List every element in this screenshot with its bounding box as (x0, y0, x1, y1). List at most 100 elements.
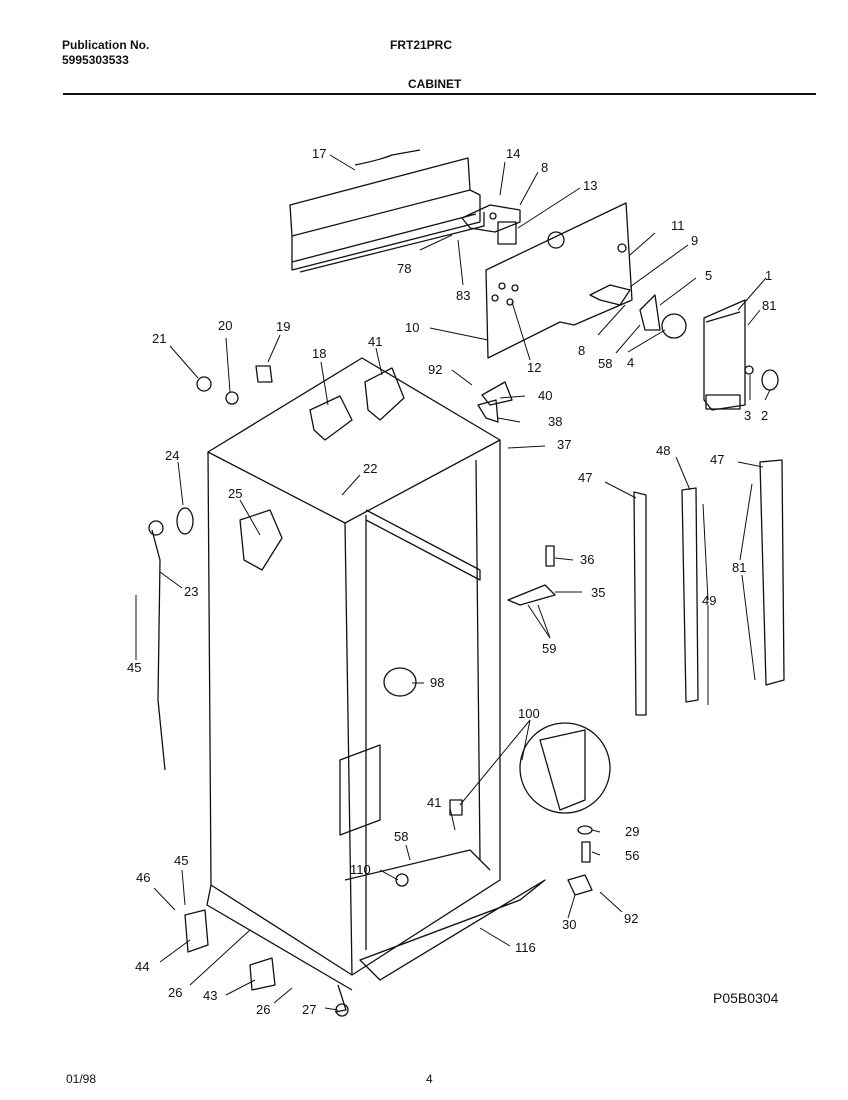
callout-17: 17 (312, 146, 326, 161)
callout-41: 41 (368, 334, 382, 349)
callout-83: 83 (456, 288, 470, 303)
part-48-gasket (681, 487, 699, 703)
callout-18: 18 (312, 346, 326, 361)
callout-58: 58 (598, 356, 612, 371)
part-47b-gasket (759, 459, 785, 686)
part-18-hinge (309, 395, 353, 441)
callout-8: 8 (541, 160, 548, 175)
header-rule (63, 93, 816, 95)
callout-8b: 8 (578, 343, 585, 358)
part-110-plug (395, 873, 409, 887)
callout-45: 45 (127, 660, 141, 675)
callout-9: 9 (691, 233, 698, 248)
callout-14: 14 (506, 146, 520, 161)
publication-date: 01/98 (66, 1072, 97, 1086)
callout-49: 49 (702, 593, 716, 608)
callout-1: 1 (765, 268, 772, 283)
part-56-pin (581, 841, 591, 863)
callout-labels: 17 14 8 13 11 9 78 83 5 1 81 10 12 8 58 … (127, 146, 776, 1017)
callout-98: 98 (430, 675, 444, 690)
callout-24: 24 (165, 448, 179, 463)
callout-21: 21 (152, 331, 166, 346)
callout-26b: 26 (256, 1002, 270, 1017)
callout-26: 26 (168, 985, 182, 1000)
part-27-leveler (334, 984, 347, 1013)
callout-38: 38 (548, 414, 562, 429)
callout-29: 29 (625, 824, 639, 839)
callout-27: 27 (302, 1002, 316, 1017)
callout-110: 110 (350, 862, 371, 877)
part-30-latch (567, 874, 593, 896)
publication-number: 5995303533 (62, 53, 129, 67)
callout-22: 22 (363, 461, 377, 476)
part-29-cap (577, 825, 593, 835)
part-14-bracket (461, 204, 521, 245)
callout-30: 30 (562, 917, 576, 932)
part-10-control-panel (485, 202, 633, 359)
callout-116: 116 (515, 940, 536, 955)
callout-43: 43 (203, 988, 217, 1003)
publication-label: Publication No. (62, 38, 150, 52)
callout-81: 81 (762, 298, 776, 313)
part-19-bushing (255, 365, 273, 383)
callout-56: 56 (625, 848, 639, 863)
callout-41b: 41 (427, 795, 441, 810)
part-98-plug (383, 667, 417, 697)
detail-circle (519, 722, 611, 814)
callout-19: 19 (276, 319, 290, 334)
callout-47b: 47 (710, 452, 724, 467)
part-2-knob (761, 369, 779, 391)
part-35-bracket (507, 584, 556, 606)
callout-48: 48 (656, 443, 670, 458)
callout-13: 13 (583, 178, 597, 193)
part-4-motor (661, 313, 687, 339)
callout-58b: 58 (394, 829, 408, 844)
cabinet-shell (206, 357, 501, 991)
part-41-hinge (364, 367, 405, 421)
callout-92: 92 (428, 362, 442, 377)
part-43-cover (249, 957, 276, 991)
section-title: CABINET (408, 77, 462, 91)
part-100-bracket (449, 799, 463, 816)
part-21-plug (196, 376, 212, 392)
part-5-fan-blade (639, 294, 661, 331)
page-number: 4 (426, 1072, 433, 1086)
part-44-hinge (184, 909, 209, 953)
callout-35: 35 (591, 585, 605, 600)
callout-2: 2 (761, 408, 768, 423)
callout-5: 5 (705, 268, 712, 283)
callout-100: 100 (518, 706, 540, 721)
callout-37: 37 (557, 437, 571, 452)
part-47-gasket (633, 491, 647, 716)
diagram-code: P05B0304 (713, 990, 779, 1006)
part-9-thermostat (589, 284, 631, 306)
part-116-grille (359, 879, 546, 981)
callout-78: 78 (397, 261, 411, 276)
part-17-top-trim (289, 149, 485, 273)
callout-12: 12 (527, 360, 541, 375)
callout-11: 11 (671, 218, 685, 233)
model-number: FRT21PRC (390, 38, 453, 52)
part-38-hinge (477, 399, 499, 423)
callout-10: 10 (405, 320, 419, 335)
part-40-cover (481, 381, 513, 406)
part-3-shaft (744, 365, 754, 375)
callout-23: 23 (184, 584, 198, 599)
part-24-stop (176, 507, 194, 535)
callout-46: 46 (136, 870, 150, 885)
callout-36: 36 (580, 552, 594, 567)
callout-3: 3 (744, 408, 751, 423)
callout-81b: 81 (732, 560, 746, 575)
callout-45b: 45 (174, 853, 188, 868)
callout-44: 44 (135, 959, 149, 974)
part-25-hinge (239, 509, 283, 571)
callout-47: 47 (578, 470, 592, 485)
part-36-pin (545, 545, 555, 567)
callout-92b: 92 (624, 911, 638, 926)
part-23-rod (151, 529, 166, 771)
callout-4: 4 (627, 355, 634, 370)
part-1-housing (703, 299, 746, 411)
callout-20: 20 (218, 318, 232, 333)
part-20-plug (225, 391, 239, 405)
